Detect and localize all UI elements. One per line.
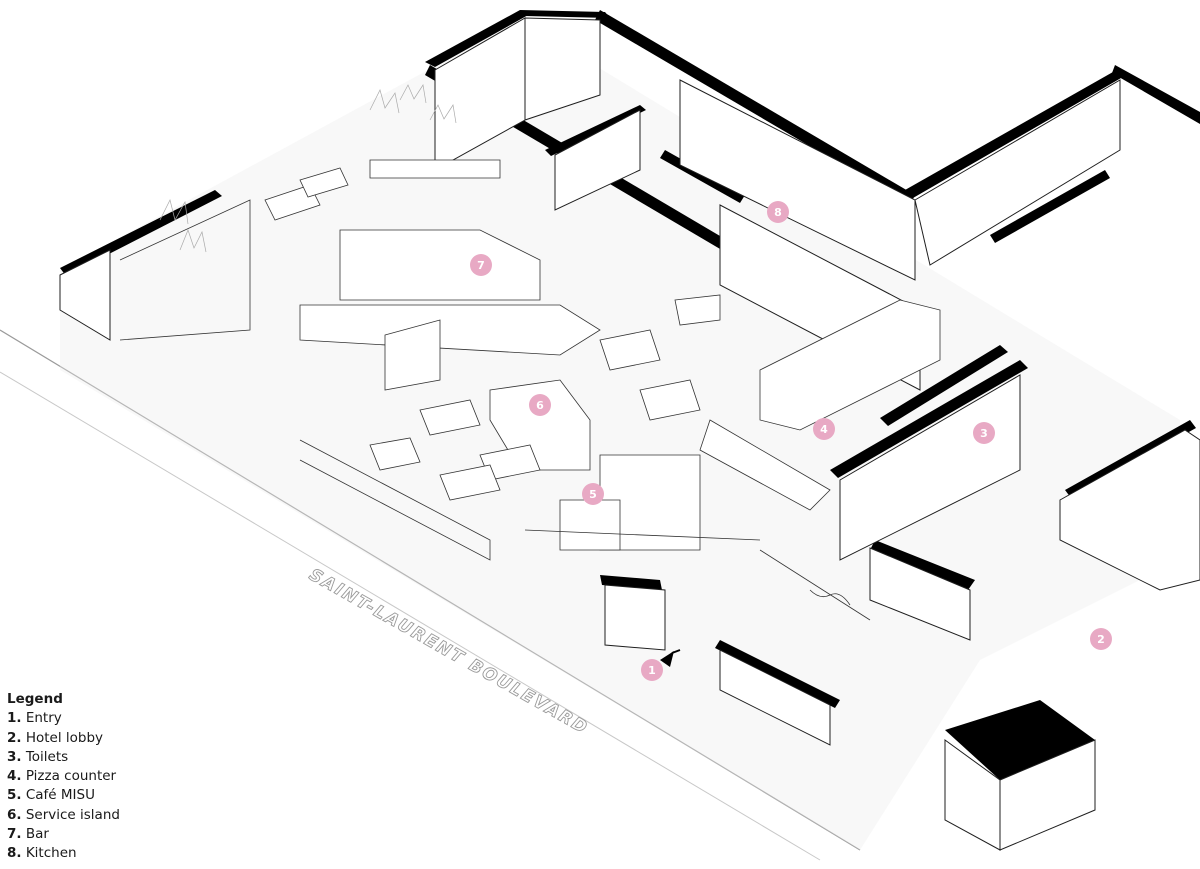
svg-text:7: 7 — [477, 259, 485, 272]
marker-8: 8 — [767, 201, 789, 223]
svg-text:4: 4 — [820, 423, 828, 436]
legend-item-bar: 7. Bar — [7, 826, 49, 843]
legend-title: Legend — [7, 691, 63, 707]
marker-3: 3 — [973, 422, 995, 444]
legend-item-service-island: 6. Service island — [7, 806, 120, 823]
legend-item-cafe-misu: 5. Café MISU — [7, 787, 95, 804]
marker-6: 6 — [529, 394, 551, 416]
svg-text:3: 3 — [980, 427, 988, 440]
marker-4: 4 — [813, 418, 835, 440]
marker-2: 2 — [1090, 628, 1112, 650]
marker-7: 7 — [470, 254, 492, 276]
svg-text:5: 5 — [589, 488, 597, 501]
legend-item-hotel-lobby: 2. Hotel lobby — [7, 729, 104, 746]
legend-item-toilets: 3. Toilets — [7, 748, 69, 765]
legend: Legend 1. Entry 2. Hotel lobby 3. Toilet… — [7, 690, 120, 864]
svg-text:1: 1 — [648, 664, 656, 677]
plants — [159, 84, 457, 253]
legend-item-pizza-counter: 4. Pizza counter — [7, 768, 117, 785]
wall-faces — [59, 17, 1200, 851]
svg-text:8: 8 — [774, 206, 782, 219]
marker-1: 1 — [641, 659, 663, 681]
street-edge — [0, 329, 861, 861]
entry-arrow-icon — [660, 649, 681, 667]
legend-item-entry: 1. Entry — [7, 710, 62, 727]
marker-5: 5 — [582, 483, 604, 505]
svg-text:6: 6 — [536, 399, 544, 412]
ground-shading — [60, 20, 1180, 850]
svg-text:2: 2 — [1097, 633, 1105, 646]
legend-item-kitchen: 8. Kitchen — [7, 845, 77, 862]
outer-walls — [60, 10, 1200, 780]
interior-furniture — [119, 159, 941, 621]
